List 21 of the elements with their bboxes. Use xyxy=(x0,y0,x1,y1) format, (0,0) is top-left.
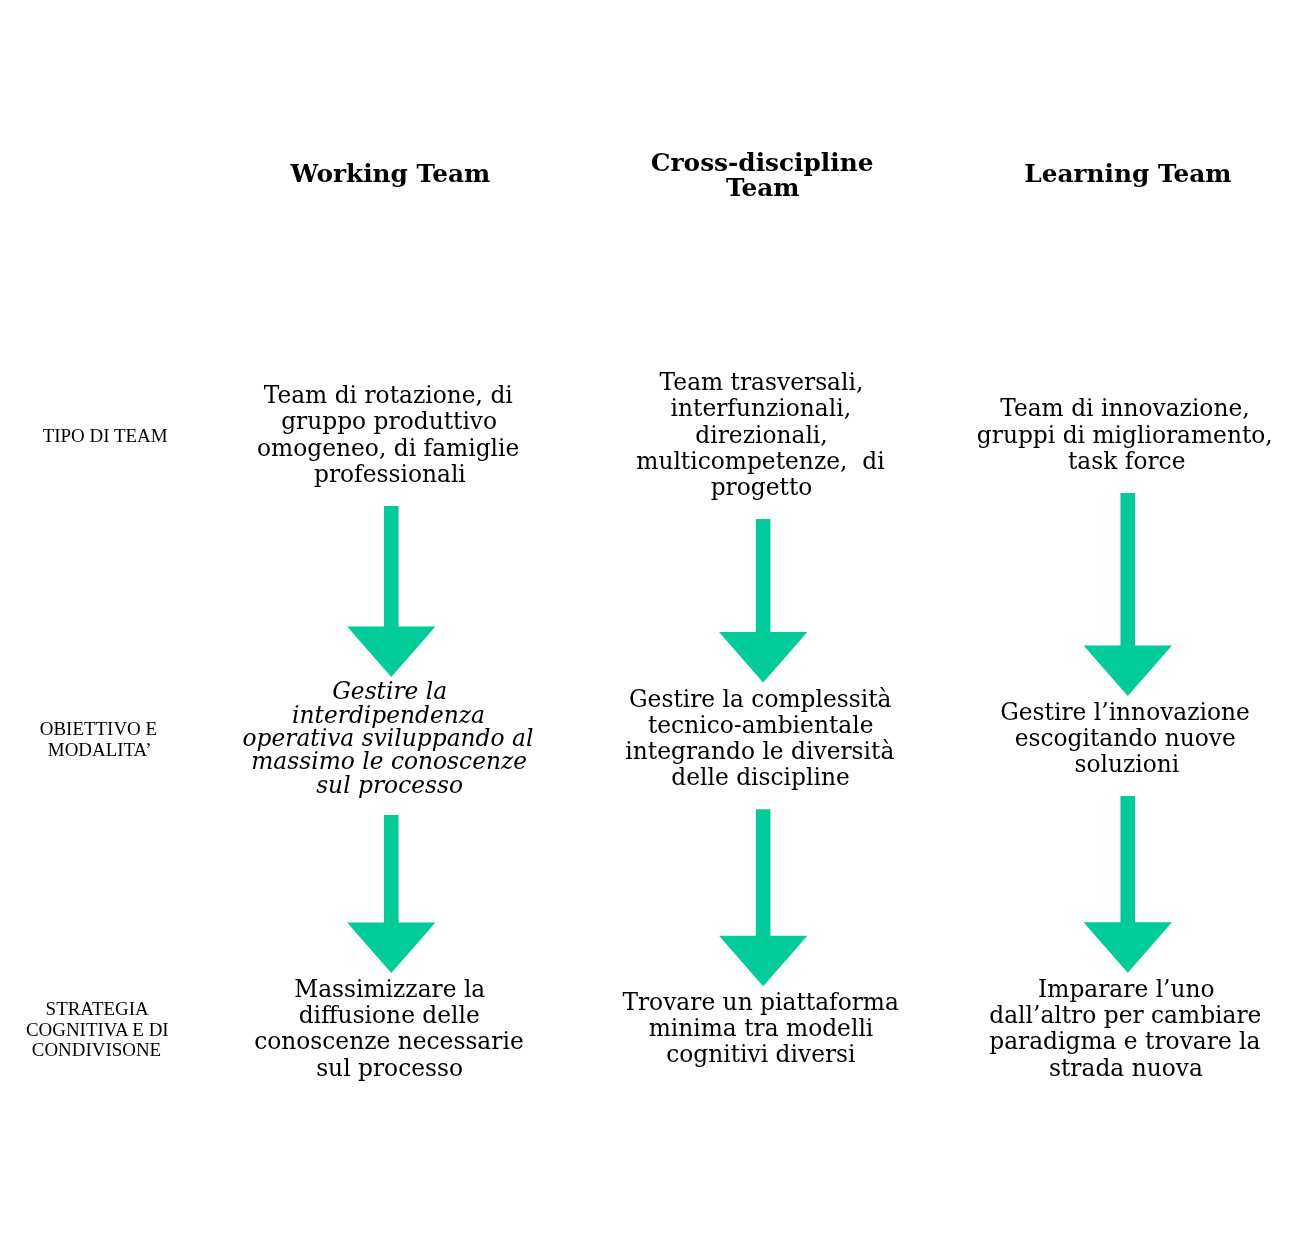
label: OBIETTIVO E MODALITA’ xyxy=(39,717,158,760)
node-text: Gestire l’innovazione escogitando nuove soluzioni xyxy=(1000,697,1250,778)
node-text: Team di rotazione, di gruppo produttivo omogeneo, di famiglie professionali xyxy=(257,380,520,488)
node-text: Massimizzare la diffusione delle conoscenze necessarie sul processo xyxy=(254,974,524,1082)
arrow xyxy=(719,518,808,682)
node-text: Imparare l’uno dall’altro per cambiare paradigma e trovare la strada nuova xyxy=(989,974,1262,1082)
label: Cross-discipline Team xyxy=(650,147,874,202)
arrow xyxy=(1083,795,1172,973)
node-text: Team trasversali, interfunzionali, direzionali, multicompetenze, di progetto xyxy=(636,367,885,501)
label: Learning Team xyxy=(1024,158,1232,188)
label: STRATEGIA COGNITIVA E DI CONDIVISONE xyxy=(25,997,169,1060)
node-text: Team di innovazione, gruppi di miglioramento, task force xyxy=(976,393,1273,475)
label: Working Team xyxy=(290,158,491,188)
node-text: Gestire la complessità tecnico-ambientale integrando le diversità delle discipline xyxy=(625,684,895,791)
arrow xyxy=(719,808,808,986)
node-text: Gestire la interdipendenza operativa sviluppando al massimo le conoscenze sul processo xyxy=(242,676,534,799)
label: TIPO DI TEAM xyxy=(42,424,168,446)
node-text: Trovare un piattaforma minima tra modelli cognitivi diversi xyxy=(622,987,899,1068)
arrow xyxy=(347,505,436,677)
arrow xyxy=(1083,492,1172,696)
arrow xyxy=(347,814,436,973)
